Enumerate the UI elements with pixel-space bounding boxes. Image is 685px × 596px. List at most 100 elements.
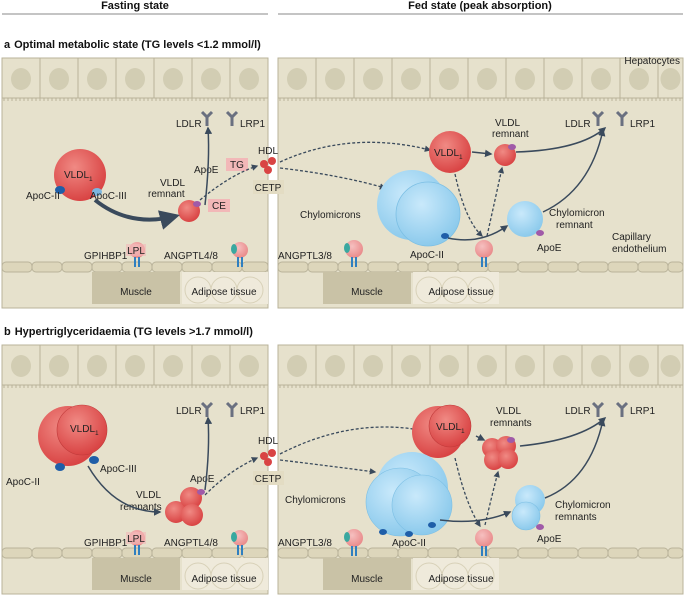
- angptl38-label-b: ANGPTL3/8: [278, 538, 332, 549]
- hdl-to-vldl-arrow-b: [279, 425, 422, 455]
- lpl-box: [126, 244, 146, 256]
- apoc2-protein: [55, 186, 65, 194]
- hepatocyte-nucleus: [660, 68, 681, 90]
- hdl-particles-b: [260, 449, 276, 466]
- adipose-label-fed: Adipose tissue: [428, 287, 493, 298]
- hepatocyte-nucleus: [201, 355, 221, 377]
- vldl1-particle: [54, 149, 106, 201]
- hdl-label-b: HDL: [258, 436, 278, 447]
- ldlr-label-b: LDLR: [176, 406, 202, 417]
- capillary-label-2: endothelium: [612, 244, 666, 255]
- muscle-label: Muscle: [120, 287, 152, 298]
- vldl-lipolysis-arrow-b-fed: [454, 457, 481, 528]
- hepatocyte-nucleus: [163, 355, 183, 377]
- uptake-arrow: [204, 126, 213, 206]
- vldl-lipolysis-arrow-fed: [454, 173, 483, 237]
- hepatocyte-nucleus: [363, 355, 383, 377]
- tg-label: TG: [230, 160, 244, 171]
- panel-a-content: Hepatocytes LDLR LRP1 VLDL1 ApoC-II ApoC…: [26, 56, 680, 298]
- angptl38-label: ANGPTL3/8: [278, 251, 332, 262]
- hepatocyte-nucleus: [239, 355, 259, 377]
- ldlr-receptor-icon-b: [200, 401, 214, 417]
- ldlr-label-fed: LDLR: [565, 119, 591, 130]
- hepatocyte-nucleus: [49, 68, 69, 90]
- hepatocyte-nucleus: [125, 68, 145, 90]
- angptl48-label-b: ANGPTL4/8: [164, 538, 218, 549]
- adipocyte: [467, 276, 495, 304]
- angptl38-protein-b: [344, 529, 363, 556]
- endothelial-cell: [241, 261, 269, 273]
- hepatocyte-nucleus: [49, 355, 69, 377]
- lrp1-label-fed: LRP1: [630, 119, 655, 130]
- endothelial-cell: [577, 261, 609, 273]
- apoc2-protein-b-fed-1: [379, 529, 387, 535]
- endothelial-cell: [307, 547, 339, 559]
- endothelial-cell: [31, 261, 63, 273]
- endothelial-cell: [397, 261, 429, 273]
- endothelial-cell: [367, 261, 399, 273]
- chylomicron-remnant-particle: [507, 201, 543, 237]
- endothelial-cell: [397, 547, 429, 559]
- hepatocyte-nucleus: [629, 355, 649, 377]
- adipocyte: [467, 562, 495, 590]
- endothelial-cell: [277, 547, 309, 559]
- apoc3-label: ApoC-III: [90, 191, 127, 202]
- endothelial-cell: [637, 547, 669, 559]
- hdl-to-vldl-arrow: [279, 141, 432, 163]
- muscle-block: [323, 558, 411, 590]
- vldl-remnant-label-2: remnant: [148, 189, 185, 200]
- gpihbp1-label-b: GPIHBP1: [84, 538, 128, 549]
- apoe-protein-b-fed-chylo: [536, 524, 544, 530]
- vldl1-label: VLDL1: [64, 170, 93, 183]
- apoe-protein-b: [197, 489, 205, 495]
- gpihbp1-label: GPIHBP1: [84, 251, 128, 262]
- adipose-label: Adipose tissue: [191, 287, 256, 298]
- chylomicrons-label-b: Chylomicrons: [285, 495, 346, 506]
- endothelial-cell: [577, 547, 609, 559]
- lrp1-label-b-fed: LRP1: [630, 406, 655, 417]
- hepatocytes-label: Hepatocytes: [624, 56, 680, 67]
- apoe-protein-b-fed: [507, 437, 515, 443]
- endothelial-cell: [457, 547, 489, 559]
- endothelial-cell: [667, 547, 684, 559]
- apoc2-protein-b-fed-2: [405, 531, 413, 537]
- vldl1-label-fed: VLDL1: [434, 148, 463, 161]
- apoe-label-b-fed: ApoE: [537, 534, 562, 545]
- to-remnants-dashed-arrow-b: [484, 470, 500, 526]
- apoc2-protein-b-fed-3: [428, 522, 436, 528]
- chylo-remnant-label-1: Chylomicron: [549, 208, 605, 219]
- cetp-box-b: [253, 471, 284, 485]
- fasting-header: Fasting state: [101, 0, 169, 12]
- vldl1-particle-fed: [429, 131, 471, 173]
- vldl1-particles-b: [38, 404, 108, 466]
- muscle-block: [92, 558, 180, 590]
- adipose-label-b: Adipose tissue: [191, 574, 256, 585]
- hepatocyte-nucleus: [660, 355, 681, 377]
- hepatocyte-nucleus: [401, 355, 421, 377]
- lpl-label: LPL: [127, 246, 145, 257]
- panel-a-tissue: [1, 57, 684, 309]
- endothelial-cell: [607, 261, 639, 273]
- vldl1-label-b: VLDL1: [70, 424, 99, 437]
- endothelial-cell: [181, 261, 213, 273]
- hepatocyte-nucleus: [553, 355, 573, 377]
- vldl-remnants-label-b-1: VLDL: [136, 490, 161, 501]
- endothelial-cell: [487, 261, 519, 273]
- ce-box: [208, 199, 230, 212]
- endothelial-cell: [547, 547, 579, 559]
- hepatocyte-nucleus: [591, 68, 611, 90]
- lpl-protein-b-fed: [475, 529, 493, 556]
- vldl1-label-b-fed: VLDL1: [436, 422, 465, 435]
- vldl-remnant-label-fed-2: remnant: [492, 129, 529, 140]
- ldlr-receptor-icon: [200, 110, 214, 126]
- uptake-arrow-b: [204, 416, 213, 491]
- endothelial-cell: [121, 261, 153, 273]
- hepatocyte-nucleus: [515, 68, 535, 90]
- hdl-label: HDL: [258, 146, 278, 157]
- vldl-remnants-particles-b: [165, 487, 203, 526]
- hepatocyte-nucleus: [477, 68, 497, 90]
- endothelial-cell: [241, 547, 269, 559]
- ldlr-label: LDLR: [176, 119, 202, 130]
- muscle-block: [92, 272, 180, 304]
- hepatocyte-nucleus: [11, 355, 31, 377]
